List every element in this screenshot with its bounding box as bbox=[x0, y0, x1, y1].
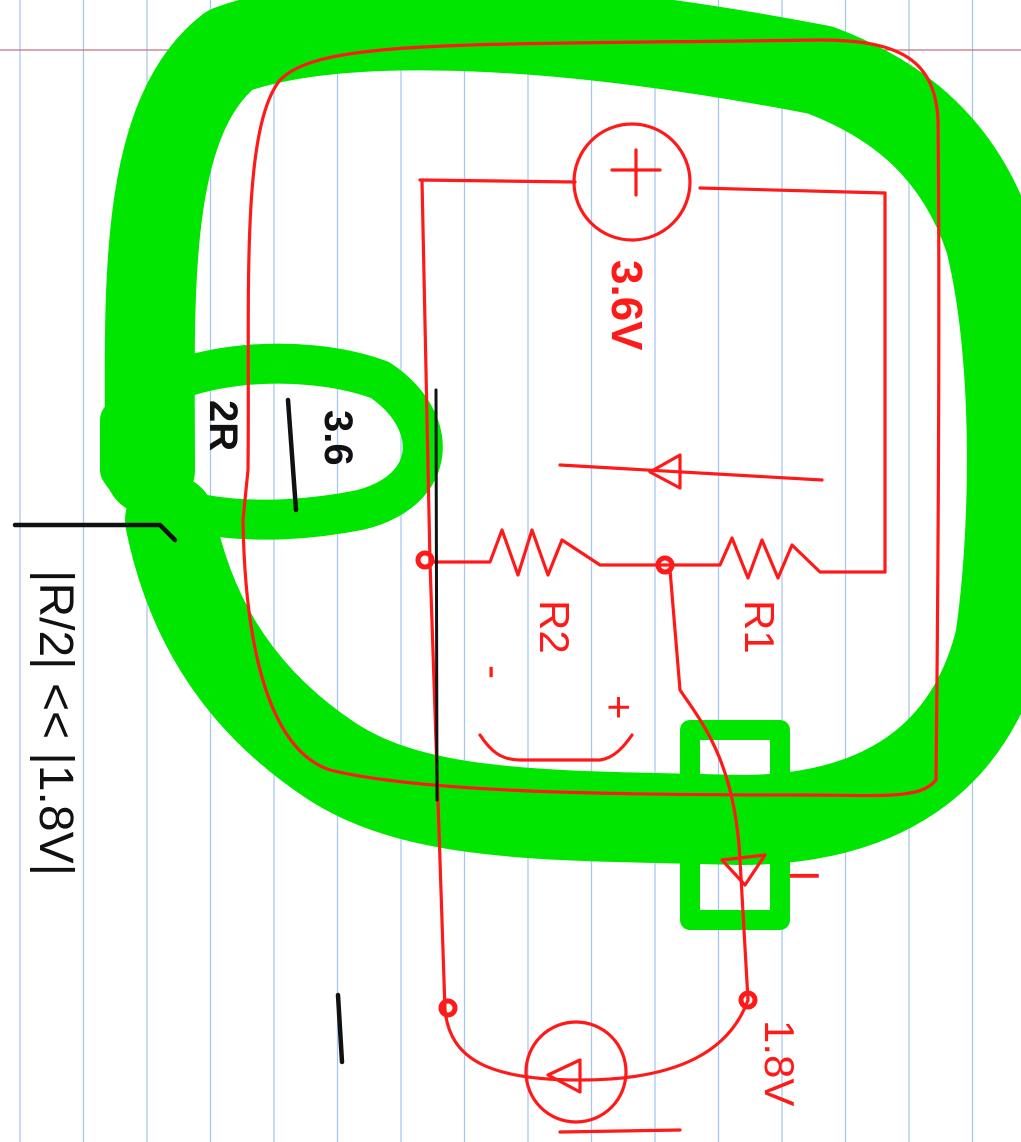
green-loop-highlight bbox=[104, 0, 1021, 865]
inequality-divider-line bbox=[12, 522, 178, 543]
red-circuit-strokes bbox=[241, 38, 941, 1134]
voltage-source-top bbox=[572, 122, 692, 242]
wire-bottom-exit bbox=[558, 1128, 682, 1134]
label-resistor-r2: R2 bbox=[531, 600, 578, 654]
current-arrow bbox=[720, 853, 767, 887]
resistor-r1-zigzag bbox=[663, 536, 887, 580]
label-fraction-numerator: 3.6 bbox=[316, 410, 360, 466]
loop-direction-arrow bbox=[648, 453, 682, 490]
node-bottom-right bbox=[738, 990, 758, 1010]
green-highlight-strokes bbox=[100, 0, 1021, 930]
node-left bbox=[415, 550, 435, 570]
wire-top-left bbox=[418, 178, 577, 184]
label-minus-sign: - bbox=[471, 665, 518, 679]
fraction-bar bbox=[285, 397, 299, 513]
loop-direction-line bbox=[558, 463, 824, 482]
black-ink-strokes bbox=[12, 388, 439, 1065]
green-fraction-highlight bbox=[100, 343, 443, 540]
label-voltage-out: 1.8V bbox=[756, 1020, 803, 1106]
wire-left-upper bbox=[420, 178, 432, 564]
wire-overlay-black bbox=[434, 388, 439, 802]
label-source-voltage: 3.6V bbox=[602, 260, 651, 351]
red-mesh-loop bbox=[241, 38, 941, 798]
label-current-i: I bbox=[781, 870, 828, 882]
node-middle bbox=[655, 555, 675, 575]
resistor-r2-zigzag bbox=[428, 528, 667, 577]
label-fraction-denominator: 2R bbox=[201, 400, 245, 451]
handwritten-labels: 3.6V 3.6 2R R1 R2 + - I 1.8V |R/2| << |1… bbox=[29, 260, 828, 1106]
voltage-source-bottom bbox=[524, 1020, 628, 1124]
label-plus-sign: + bbox=[596, 695, 643, 720]
node-bottom-left bbox=[438, 998, 458, 1018]
source-plus-mark bbox=[610, 148, 662, 197]
r2-bracket bbox=[478, 733, 634, 762]
source-bottom-arrow bbox=[546, 1058, 582, 1094]
label-resistor-r1: R1 bbox=[736, 600, 783, 654]
wire-current-branch bbox=[668, 568, 750, 1002]
green-current-highlight bbox=[680, 720, 790, 930]
label-inequality: |R/2| << |1.8V| bbox=[29, 570, 82, 876]
wire-top-right bbox=[698, 186, 887, 195]
vertical-tick-mark bbox=[335, 992, 345, 1065]
wire-bottom-arc bbox=[443, 998, 750, 1082]
